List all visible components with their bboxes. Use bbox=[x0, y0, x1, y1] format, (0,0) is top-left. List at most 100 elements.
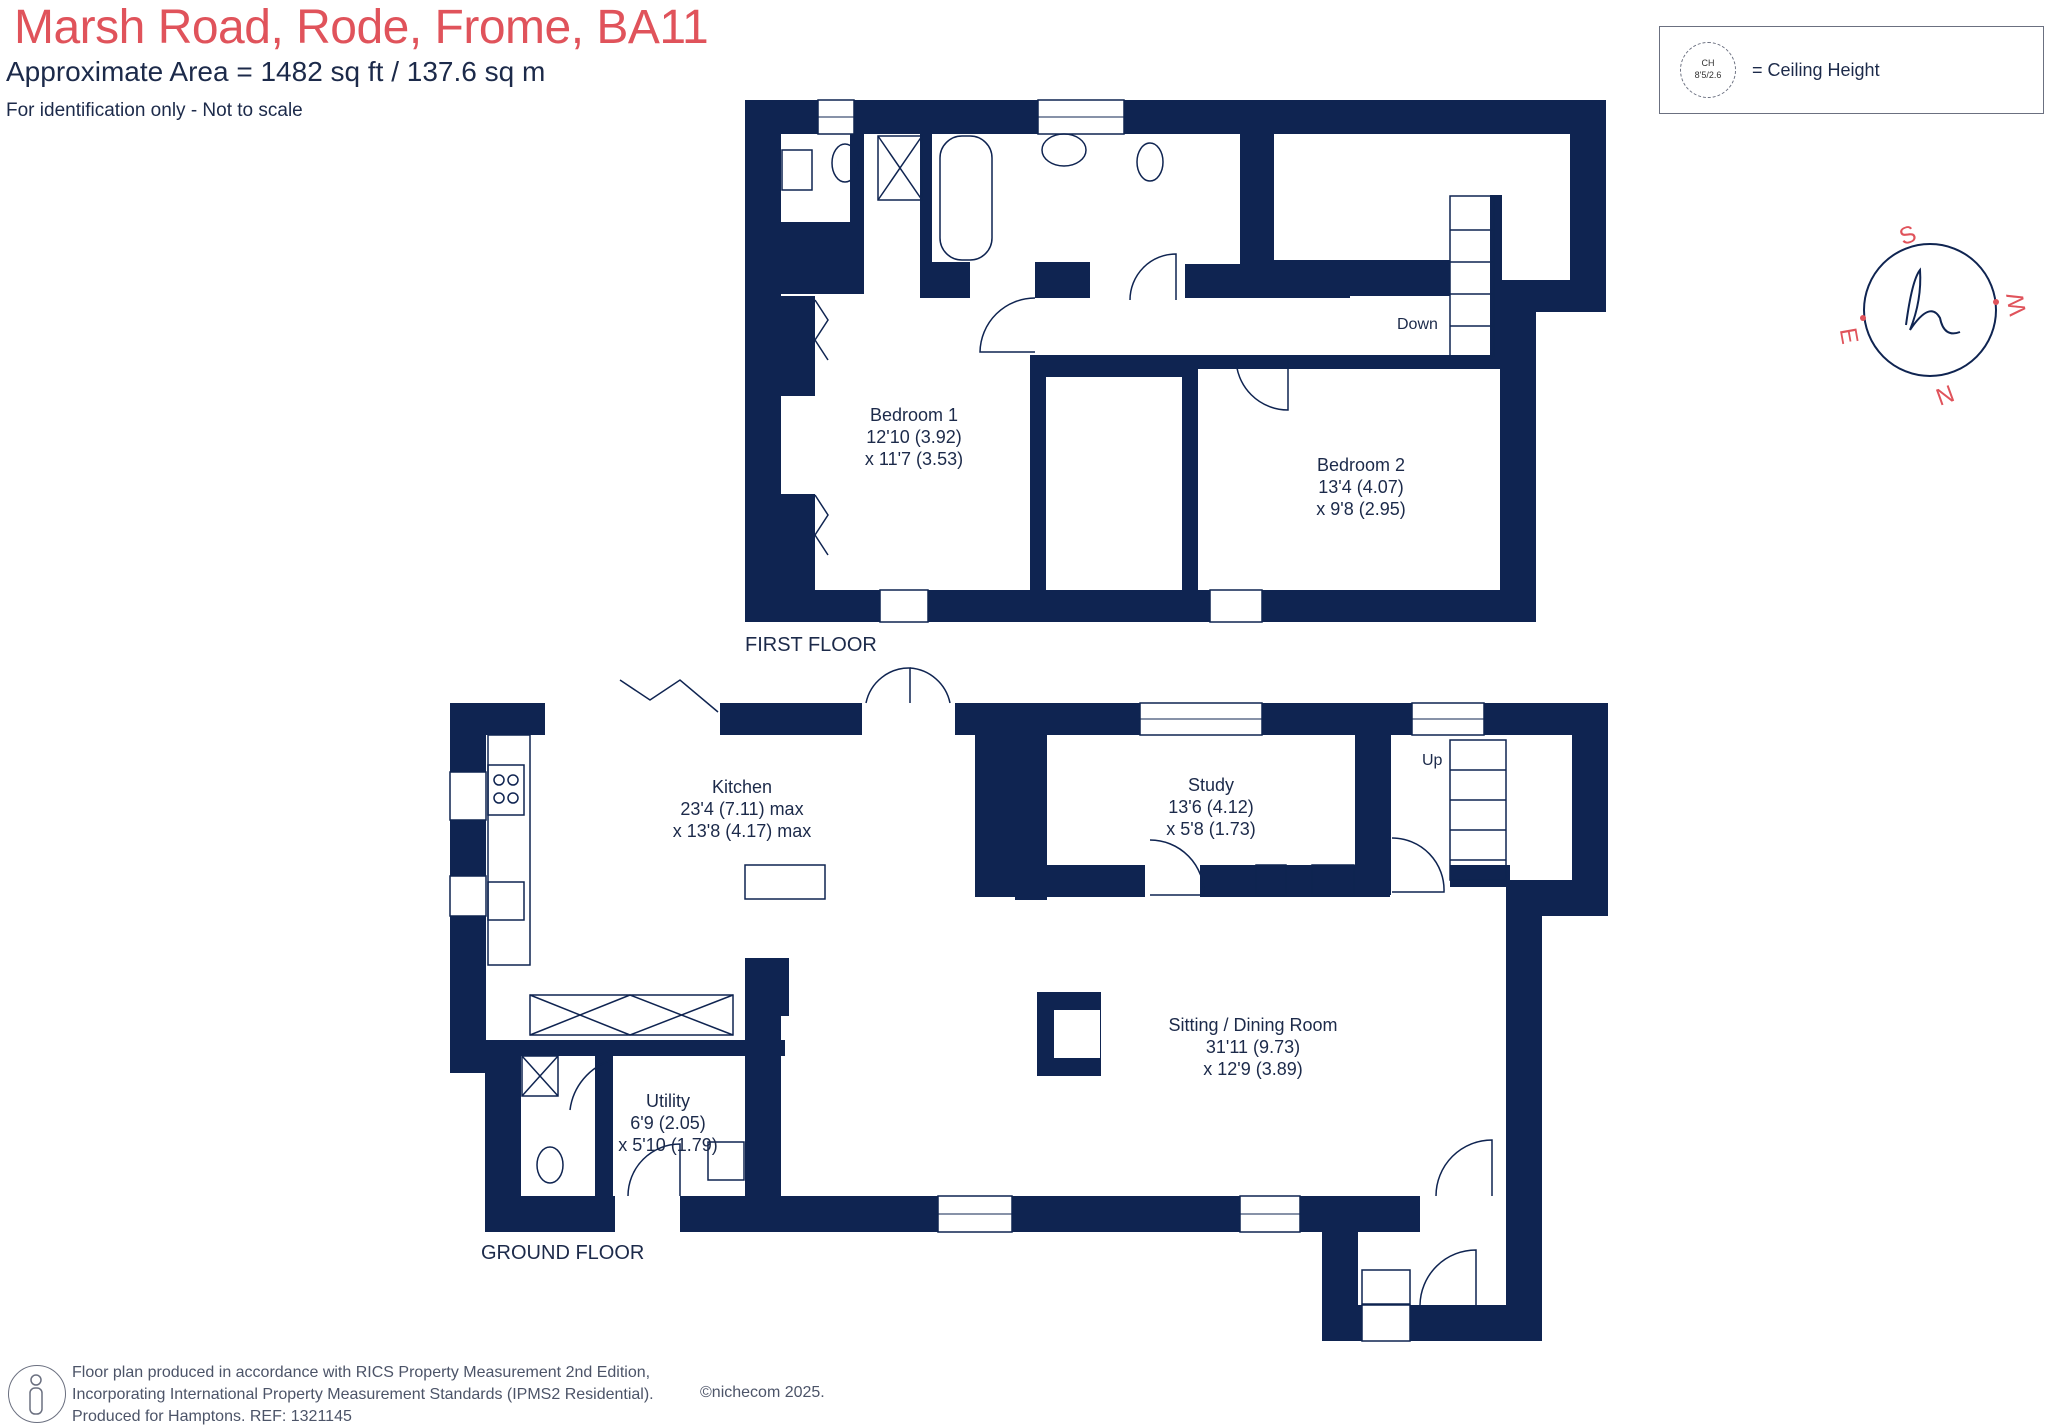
gf-porch-window bbox=[1361, 1304, 1411, 1342]
ff-bottom-wall-mid bbox=[928, 590, 1210, 622]
ff-wardrobe-door-1 bbox=[814, 299, 829, 361]
gf-door-wc bbox=[569, 1059, 613, 1111]
gf-stairs-step bbox=[1361, 1269, 1411, 1305]
ff-step-wall bbox=[1500, 280, 1606, 312]
room-name: Bedroom 1 bbox=[869, 405, 959, 425]
gf-wc-toilet bbox=[536, 1146, 564, 1184]
room-bedroom-2: Bedroom 2 13'4 (4.07) x 9'8 (2.95) bbox=[1316, 454, 1405, 520]
stairs-down-label: Down bbox=[1397, 316, 1438, 333]
gf-door-study bbox=[1149, 839, 1205, 896]
ff-shower bbox=[877, 135, 923, 201]
gf-right-upper-wall bbox=[1572, 703, 1608, 915]
gf-door-utility bbox=[627, 1143, 681, 1197]
ff-left-wall bbox=[745, 100, 781, 622]
room-kitchen: Kitchen 23'4 (7.11) max x 13'8 (4.17) ma… bbox=[673, 776, 812, 842]
footer-line-2: Incorporating International Property Mea… bbox=[72, 1386, 654, 1403]
ff-stair-wall bbox=[1490, 195, 1502, 360]
ff-center-room-inner bbox=[1046, 377, 1182, 590]
ff-window-4 bbox=[1209, 589, 1263, 623]
room-name: Kitchen bbox=[711, 777, 773, 797]
gf-hob bbox=[487, 764, 525, 816]
room-dim-2: x 9'8 (2.95) bbox=[1316, 499, 1406, 519]
compass-rose bbox=[1860, 243, 1999, 377]
ceiling-height-label: = Ceiling Height bbox=[1752, 60, 1880, 80]
fixtures bbox=[487, 133, 1507, 1305]
stairs-up-label: Up bbox=[1422, 752, 1443, 769]
gf-utility-sink bbox=[707, 1141, 745, 1181]
gf-kitchen-counter bbox=[487, 734, 531, 966]
room-utility: Utility 6'9 (2.05) x 5'10 (1.79) bbox=[618, 1090, 718, 1156]
gf-door-bifold bbox=[619, 679, 719, 713]
room-dim-2: x 5'10 (1.79) bbox=[618, 1135, 718, 1155]
ff-center-top bbox=[1030, 355, 1188, 377]
room-dim-1: 13'6 (4.12) bbox=[1168, 797, 1254, 817]
ff-right-upper-wall bbox=[1570, 100, 1606, 312]
compass-west: W bbox=[2001, 290, 2033, 318]
ff-bath-bottom bbox=[920, 262, 970, 298]
room-dim-1: 12'10 (3.92) bbox=[866, 427, 962, 447]
room-dim-1: 23'4 (7.11) max bbox=[680, 799, 804, 819]
ceiling-height-legend bbox=[1659, 26, 2044, 114]
footer-line-1: Floor plan produced in accordance with R… bbox=[72, 1364, 651, 1381]
gf-door-stairs bbox=[1391, 837, 1445, 893]
ff-store-wall bbox=[1240, 134, 1274, 264]
gf-kitchen-sink bbox=[487, 881, 525, 921]
ff-wardrobe-bottom bbox=[780, 494, 815, 594]
ff-toilet-1 bbox=[831, 143, 859, 183]
ff-center-wall-r bbox=[1182, 355, 1198, 595]
ff-bed2-top2 bbox=[1290, 355, 1502, 369]
gf-bottom-wall-3 bbox=[1300, 1196, 1420, 1232]
gf-study-inner bbox=[1088, 735, 1355, 865]
ground-floor-label: GROUND FLOOR bbox=[481, 1242, 645, 1264]
ff-corridor-wall bbox=[1270, 260, 1450, 296]
property-address-title: Marsh Road, Rode, Frome, BA11 bbox=[14, 1, 709, 54]
doors bbox=[569, 253, 1493, 1306]
gf-study-shelf-l bbox=[1255, 864, 1287, 896]
ch-value: 8'5/2.6 bbox=[1694, 70, 1722, 80]
room-dim-2: x 11'7 (3.53) bbox=[864, 449, 964, 469]
ff-door-bed2 bbox=[1235, 357, 1289, 411]
identification-note: For identification only - Not to scale bbox=[6, 100, 303, 121]
gf-wc-right bbox=[595, 1056, 613, 1196]
gf-bottom-left-wall bbox=[485, 1196, 615, 1232]
gf-kitchen-divider bbox=[745, 958, 773, 1018]
gf-bottom-wall-1 bbox=[680, 1196, 938, 1232]
ff-bottom-wall-left bbox=[745, 590, 880, 622]
walls bbox=[450, 100, 1608, 1341]
room-dim-2: x 5'8 (1.73) bbox=[1166, 819, 1256, 839]
gf-door-porch bbox=[1419, 1249, 1477, 1306]
ceiling-height-icon: CH 8'5/2.6 bbox=[1680, 42, 1736, 98]
gf-fireplace-hearth bbox=[1054, 1010, 1100, 1058]
gf-top-right-wall bbox=[955, 703, 1140, 735]
ff-stairs-down bbox=[1449, 195, 1495, 357]
gf-counter-bottom bbox=[529, 994, 734, 1036]
ff-bath-partition bbox=[920, 134, 932, 264]
room-dim-1: 6'9 (2.05) bbox=[630, 1113, 706, 1133]
person-icon bbox=[8, 1365, 66, 1423]
ff-basin-2 bbox=[1041, 133, 1087, 167]
gf-door-front bbox=[1435, 1139, 1493, 1197]
compass-circle bbox=[1863, 243, 1997, 377]
gf-door-patio-2 bbox=[909, 667, 951, 704]
ff-bath bbox=[939, 135, 993, 261]
room-study: Study 13'6 (4.12) x 5'8 (1.73) bbox=[1166, 774, 1255, 840]
gf-study-bottom bbox=[975, 865, 1145, 897]
gf-study-shelf-r bbox=[1311, 864, 1355, 896]
ff-bottom-wall-right bbox=[1262, 590, 1536, 622]
compass-logo bbox=[1905, 267, 1961, 335]
room-dim-2: x 12'9 (3.89) bbox=[1203, 1059, 1303, 1079]
ff-door-bed1 bbox=[979, 297, 1036, 353]
ff-closet-block bbox=[1150, 134, 1240, 264]
gf-bottom-wall-2 bbox=[1012, 1196, 1240, 1232]
gf-stairs-right-lower bbox=[1450, 865, 1510, 887]
gf-top-left-wall bbox=[450, 703, 545, 735]
openings bbox=[1046, 377, 1355, 1058]
footer-line-3: Produced for Hamptons. REF: 1321145 bbox=[72, 1408, 352, 1425]
room-bedroom-1: Bedroom 1 12'10 (3.92) x 11'7 (3.53) bbox=[865, 404, 963, 470]
ff-bed2-top bbox=[1198, 355, 1290, 369]
window-sills bbox=[818, 116, 1484, 1215]
ff-right-lower-wall bbox=[1500, 310, 1536, 622]
gf-window-left-2 bbox=[449, 875, 487, 917]
room-dim-2: x 13'8 (4.17) max bbox=[672, 821, 812, 841]
